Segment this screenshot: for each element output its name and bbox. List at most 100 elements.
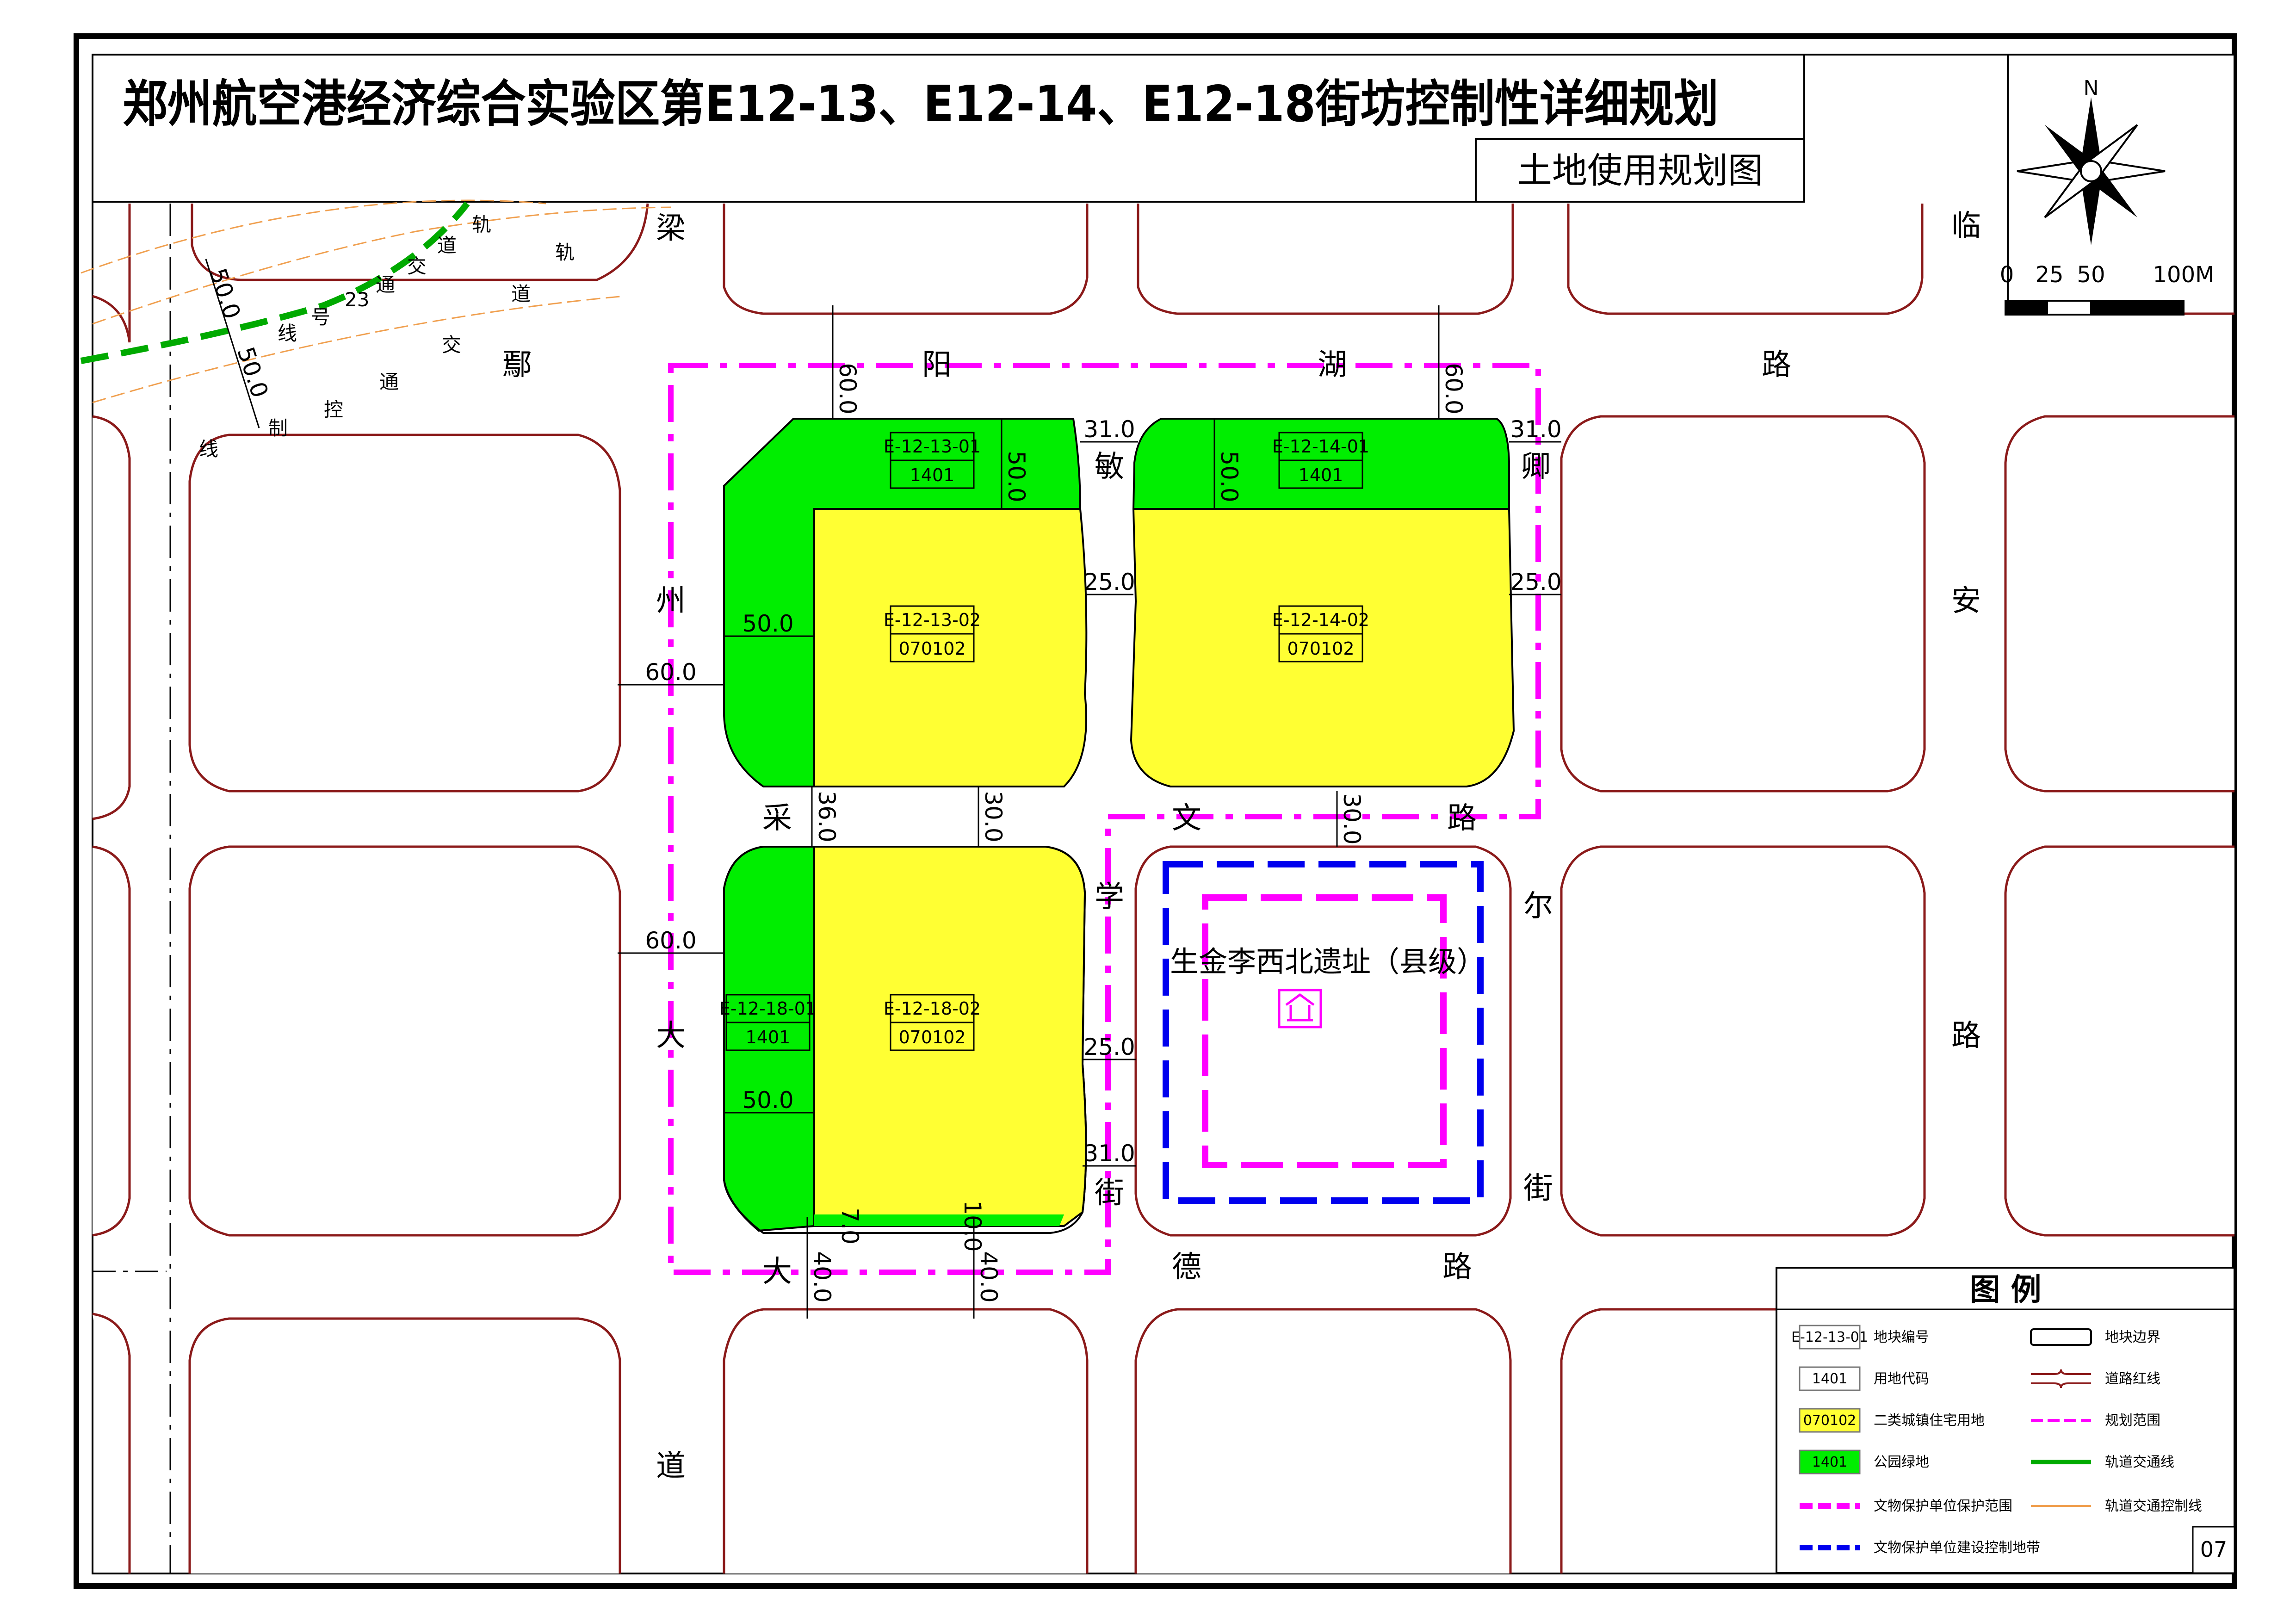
parcel-label-E-12-13-01: E-12-13-01 1401	[884, 432, 981, 489]
road-char: 卿	[1521, 450, 1551, 484]
rail-char: 交	[442, 334, 461, 356]
dimension-lines	[618, 305, 1561, 1319]
block	[723, 1308, 1089, 1573]
legend-label: 公园绿地	[1874, 1454, 1929, 1470]
rail-char: 交	[407, 255, 427, 278]
road-char: 州	[656, 584, 686, 618]
legend-label: 规划范围	[2105, 1412, 2160, 1429]
road-char: 路	[1447, 801, 1477, 836]
block	[92, 845, 131, 1237]
road-char: 学	[1095, 880, 1124, 914]
rail-transit-line	[80, 201, 470, 364]
heritage-construction-control-zone	[1163, 861, 1484, 1204]
parcel-code: 070102	[898, 638, 965, 659]
road-char: 德	[1172, 1250, 1201, 1284]
dim-60-left1: 60.0	[645, 659, 696, 686]
rail-char: 道	[437, 234, 457, 257]
subtitle-box	[1475, 138, 1805, 203]
block	[188, 434, 621, 793]
block	[1560, 845, 1926, 1237]
dim-50-a: 50.0	[1003, 451, 1030, 502]
rail-char: 轨	[472, 213, 491, 236]
road-char: 大	[656, 1019, 686, 1053]
block	[188, 845, 621, 1237]
rail-char: 轨	[555, 241, 575, 264]
legend-label: 文物保护单位保护范围	[1874, 1498, 2012, 1514]
road-char: 街	[1523, 1171, 1553, 1206]
road-char: 安	[1951, 584, 1981, 618]
parcel-E-12-18	[723, 846, 1087, 1234]
parcel-code: 070102	[1287, 638, 1354, 659]
legend-label: 二类城镇住宅用地	[1874, 1412, 1985, 1429]
sheet-number: 07	[2200, 1537, 2228, 1562]
dimension-labels: 60.0 60.0 50.0 50.0 31.0 31.0 25.0 25.0 …	[204, 265, 1561, 1303]
planning-range	[668, 363, 1541, 1275]
road-char: 采	[762, 801, 792, 836]
scale-bar: 0 25 50 100M	[2000, 262, 2215, 316]
legend-label: 轨道交通线	[2105, 1454, 2174, 1470]
rail-char: 制	[268, 417, 288, 440]
block	[1560, 1308, 1776, 1573]
road-char: 敏	[1095, 450, 1124, 484]
road-char: 路	[1442, 1250, 1472, 1284]
rail-char: 通	[379, 371, 399, 393]
scale-label: 25	[2035, 262, 2063, 288]
block	[1567, 204, 1924, 315]
dim-31-a: 31.0	[1083, 416, 1135, 443]
title-box	[92, 54, 1805, 203]
parcel-E-12-18-outline	[723, 846, 1087, 1234]
road-char: 阳	[922, 348, 952, 382]
road-char: 尔	[1523, 889, 1553, 923]
scale-label: 100M	[2153, 262, 2214, 288]
legend-label: 用地代码	[1874, 1371, 1929, 1387]
scale-label: 0	[2000, 262, 2014, 288]
dim-31-c: 31.0	[1083, 1140, 1135, 1167]
road-char: 鄢	[502, 348, 532, 382]
parcel-E-12-13-02-yellow	[813, 508, 1088, 787]
scale-label: 50	[2077, 262, 2105, 288]
dim-rail-50-b: 50.0	[232, 344, 273, 401]
parcel-label-E-12-18-02: E-12-18-02 070102	[884, 994, 981, 1051]
road-char: 路	[1762, 348, 1791, 382]
rail-char: 线	[278, 322, 297, 345]
north-arrow-icon: N	[2017, 76, 2166, 245]
parcel-code: 070102	[898, 1027, 965, 1047]
parcel-E-12-13	[723, 418, 1088, 787]
road-char: 湖	[1318, 348, 1347, 382]
road-char: 路	[1951, 1019, 1981, 1053]
block	[723, 204, 1089, 315]
legend-label: 文物保护单位建设控制地带	[1874, 1540, 2040, 1556]
rail-char: 道	[511, 283, 531, 305]
dim-7: 7.0	[836, 1208, 863, 1245]
rail-char: 线	[199, 438, 218, 460]
parcel-id: E-12-14-01	[1272, 436, 1369, 457]
heritage-icon	[1278, 989, 1322, 1028]
dim-60-top2: 60.0	[1440, 363, 1467, 414]
rail-char: 通	[376, 273, 395, 296]
road-char: 文	[1172, 801, 1201, 836]
block	[92, 1313, 131, 1573]
rail-char: 控	[324, 398, 343, 421]
legend-sample: 1401	[1812, 1371, 1847, 1387]
rail-dim-line	[205, 259, 260, 428]
parcel-label-E-12-14-01: E-12-14-01 1401	[1272, 432, 1369, 489]
map-subtitle: 土地使用规划图	[1517, 150, 1763, 191]
rail-char: 号	[311, 306, 330, 328]
block	[1137, 204, 1514, 315]
parcel-E-12-18-02-green-strip	[814, 1214, 1064, 1226]
block	[1134, 1308, 1512, 1573]
parcel-E-12-14-02-yellow	[1130, 508, 1515, 787]
legend-sample: 070102	[1803, 1412, 1857, 1429]
parcel-id: E-12-14-02	[1272, 610, 1369, 630]
block	[1134, 845, 1512, 1237]
parcel-code: 1401	[910, 465, 955, 485]
heritage-site-name: 生金李西北遗址（县级）	[1170, 945, 1485, 979]
road-char: 大	[762, 1255, 792, 1289]
dim-60-top1: 60.0	[834, 363, 861, 414]
dim-30-a: 30.0	[980, 791, 1007, 842]
block	[2004, 845, 2234, 1237]
dim-25-b: 25.0	[1510, 569, 1561, 595]
dim-30-b: 30.0	[1338, 793, 1365, 844]
map-title: 郑州航空港经济综合实验区第E12-13、E12-14、E12-18街坊控制性详细…	[123, 75, 1719, 133]
